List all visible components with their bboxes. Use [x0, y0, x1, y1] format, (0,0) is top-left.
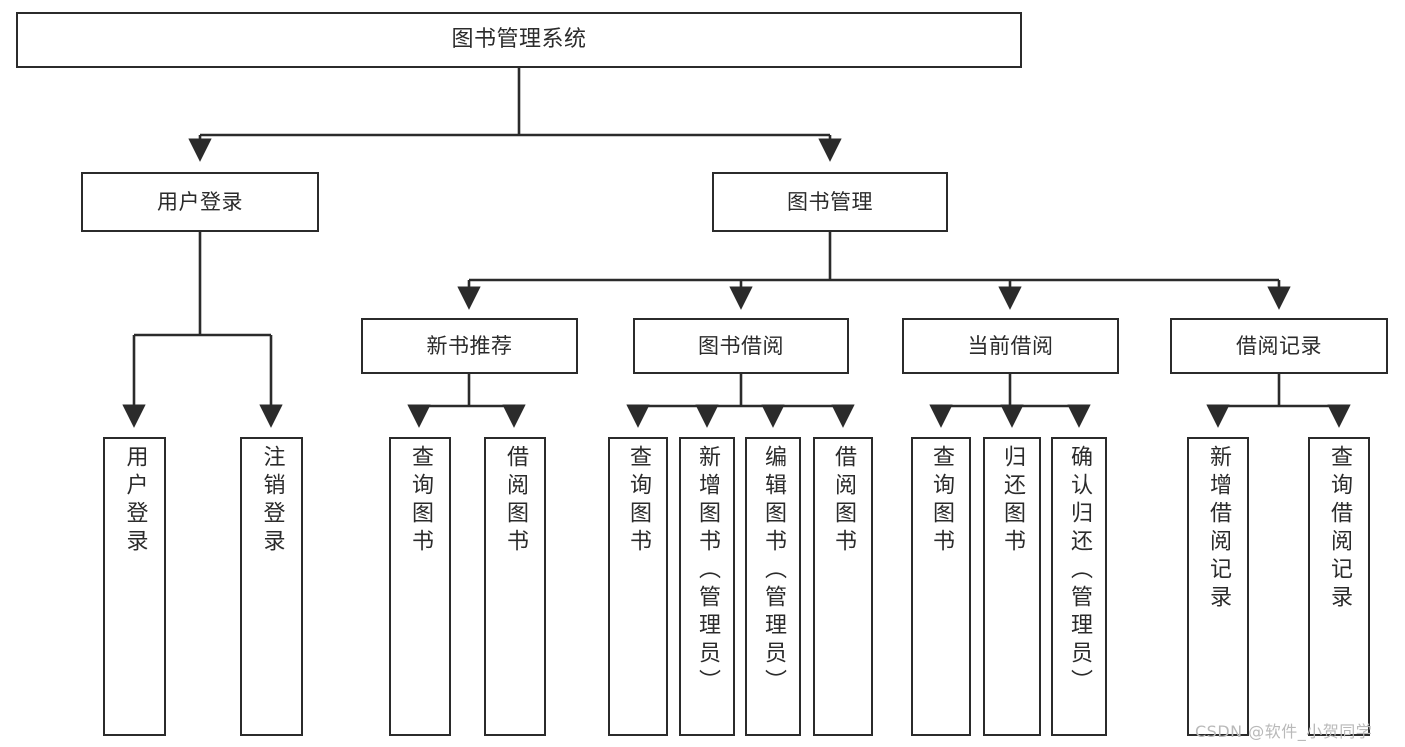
leaf-node[interactable]: 查询借阅记录	[1308, 437, 1370, 736]
leaf-node[interactable]: 用户登录	[103, 437, 166, 736]
leaf-node[interactable]: 新增图书（管理员）	[679, 437, 735, 736]
leaf-node[interactable]: 归还图书	[983, 437, 1041, 736]
leaf-node-label: 新增借阅记录	[1206, 445, 1231, 613]
leaf-node[interactable]: 编辑图书（管理员）	[745, 437, 801, 736]
node-borrow-record[interactable]: 借阅记录	[1170, 318, 1388, 374]
leaf-node-label: 编辑图书（管理员）	[761, 445, 786, 697]
node-user-login-label: 用户登录	[157, 189, 243, 214]
node-book-borrow[interactable]: 图书借阅	[633, 318, 849, 374]
node-current-borrow-label: 当前借阅	[967, 333, 1054, 358]
node-book-management[interactable]: 图书管理	[712, 172, 948, 232]
leaf-node-label: 归还图书	[1000, 445, 1025, 557]
leaf-node-label: 新增图书（管理员）	[695, 445, 720, 697]
leaf-node-label: 确认归还（管理员）	[1067, 445, 1092, 697]
leaf-node[interactable]: 借阅图书	[484, 437, 546, 736]
node-root-label: 图书管理系统	[451, 27, 587, 53]
leaf-node-label: 用户登录	[122, 445, 148, 557]
leaf-node-label: 借阅图书	[503, 445, 528, 557]
node-book-borrow-label: 图书借阅	[698, 333, 784, 358]
node-root[interactable]: 图书管理系统	[16, 12, 1022, 68]
node-new-book-recommend[interactable]: 新书推荐	[361, 318, 578, 374]
leaf-node-label: 借阅图书	[831, 445, 856, 557]
leaf-node-label: 查询借阅记录	[1327, 445, 1352, 613]
leaf-node-label: 注销登录	[259, 445, 285, 557]
node-user-login[interactable]: 用户登录	[81, 172, 319, 232]
node-new-book-recommend-label: 新书推荐	[426, 333, 513, 358]
leaf-node[interactable]: 借阅图书	[813, 437, 873, 736]
node-borrow-record-label: 借阅记录	[1236, 333, 1322, 358]
leaf-node-label: 查询图书	[408, 445, 433, 557]
node-current-borrow[interactable]: 当前借阅	[902, 318, 1119, 374]
node-book-management-label: 图书管理	[787, 189, 873, 214]
leaf-node-label: 查询图书	[929, 445, 954, 557]
leaf-node[interactable]: 查询图书	[608, 437, 668, 736]
leaf-node-label: 查询图书	[626, 445, 651, 557]
leaf-node[interactable]: 查询图书	[389, 437, 451, 736]
leaf-node[interactable]: 注销登录	[240, 437, 303, 736]
leaf-node[interactable]: 查询图书	[911, 437, 971, 736]
leaf-node[interactable]: 新增借阅记录	[1187, 437, 1249, 736]
leaf-node[interactable]: 确认归还（管理员）	[1051, 437, 1107, 736]
csdn-watermark: CSDN @软件_小贺同学	[1195, 722, 1373, 741]
